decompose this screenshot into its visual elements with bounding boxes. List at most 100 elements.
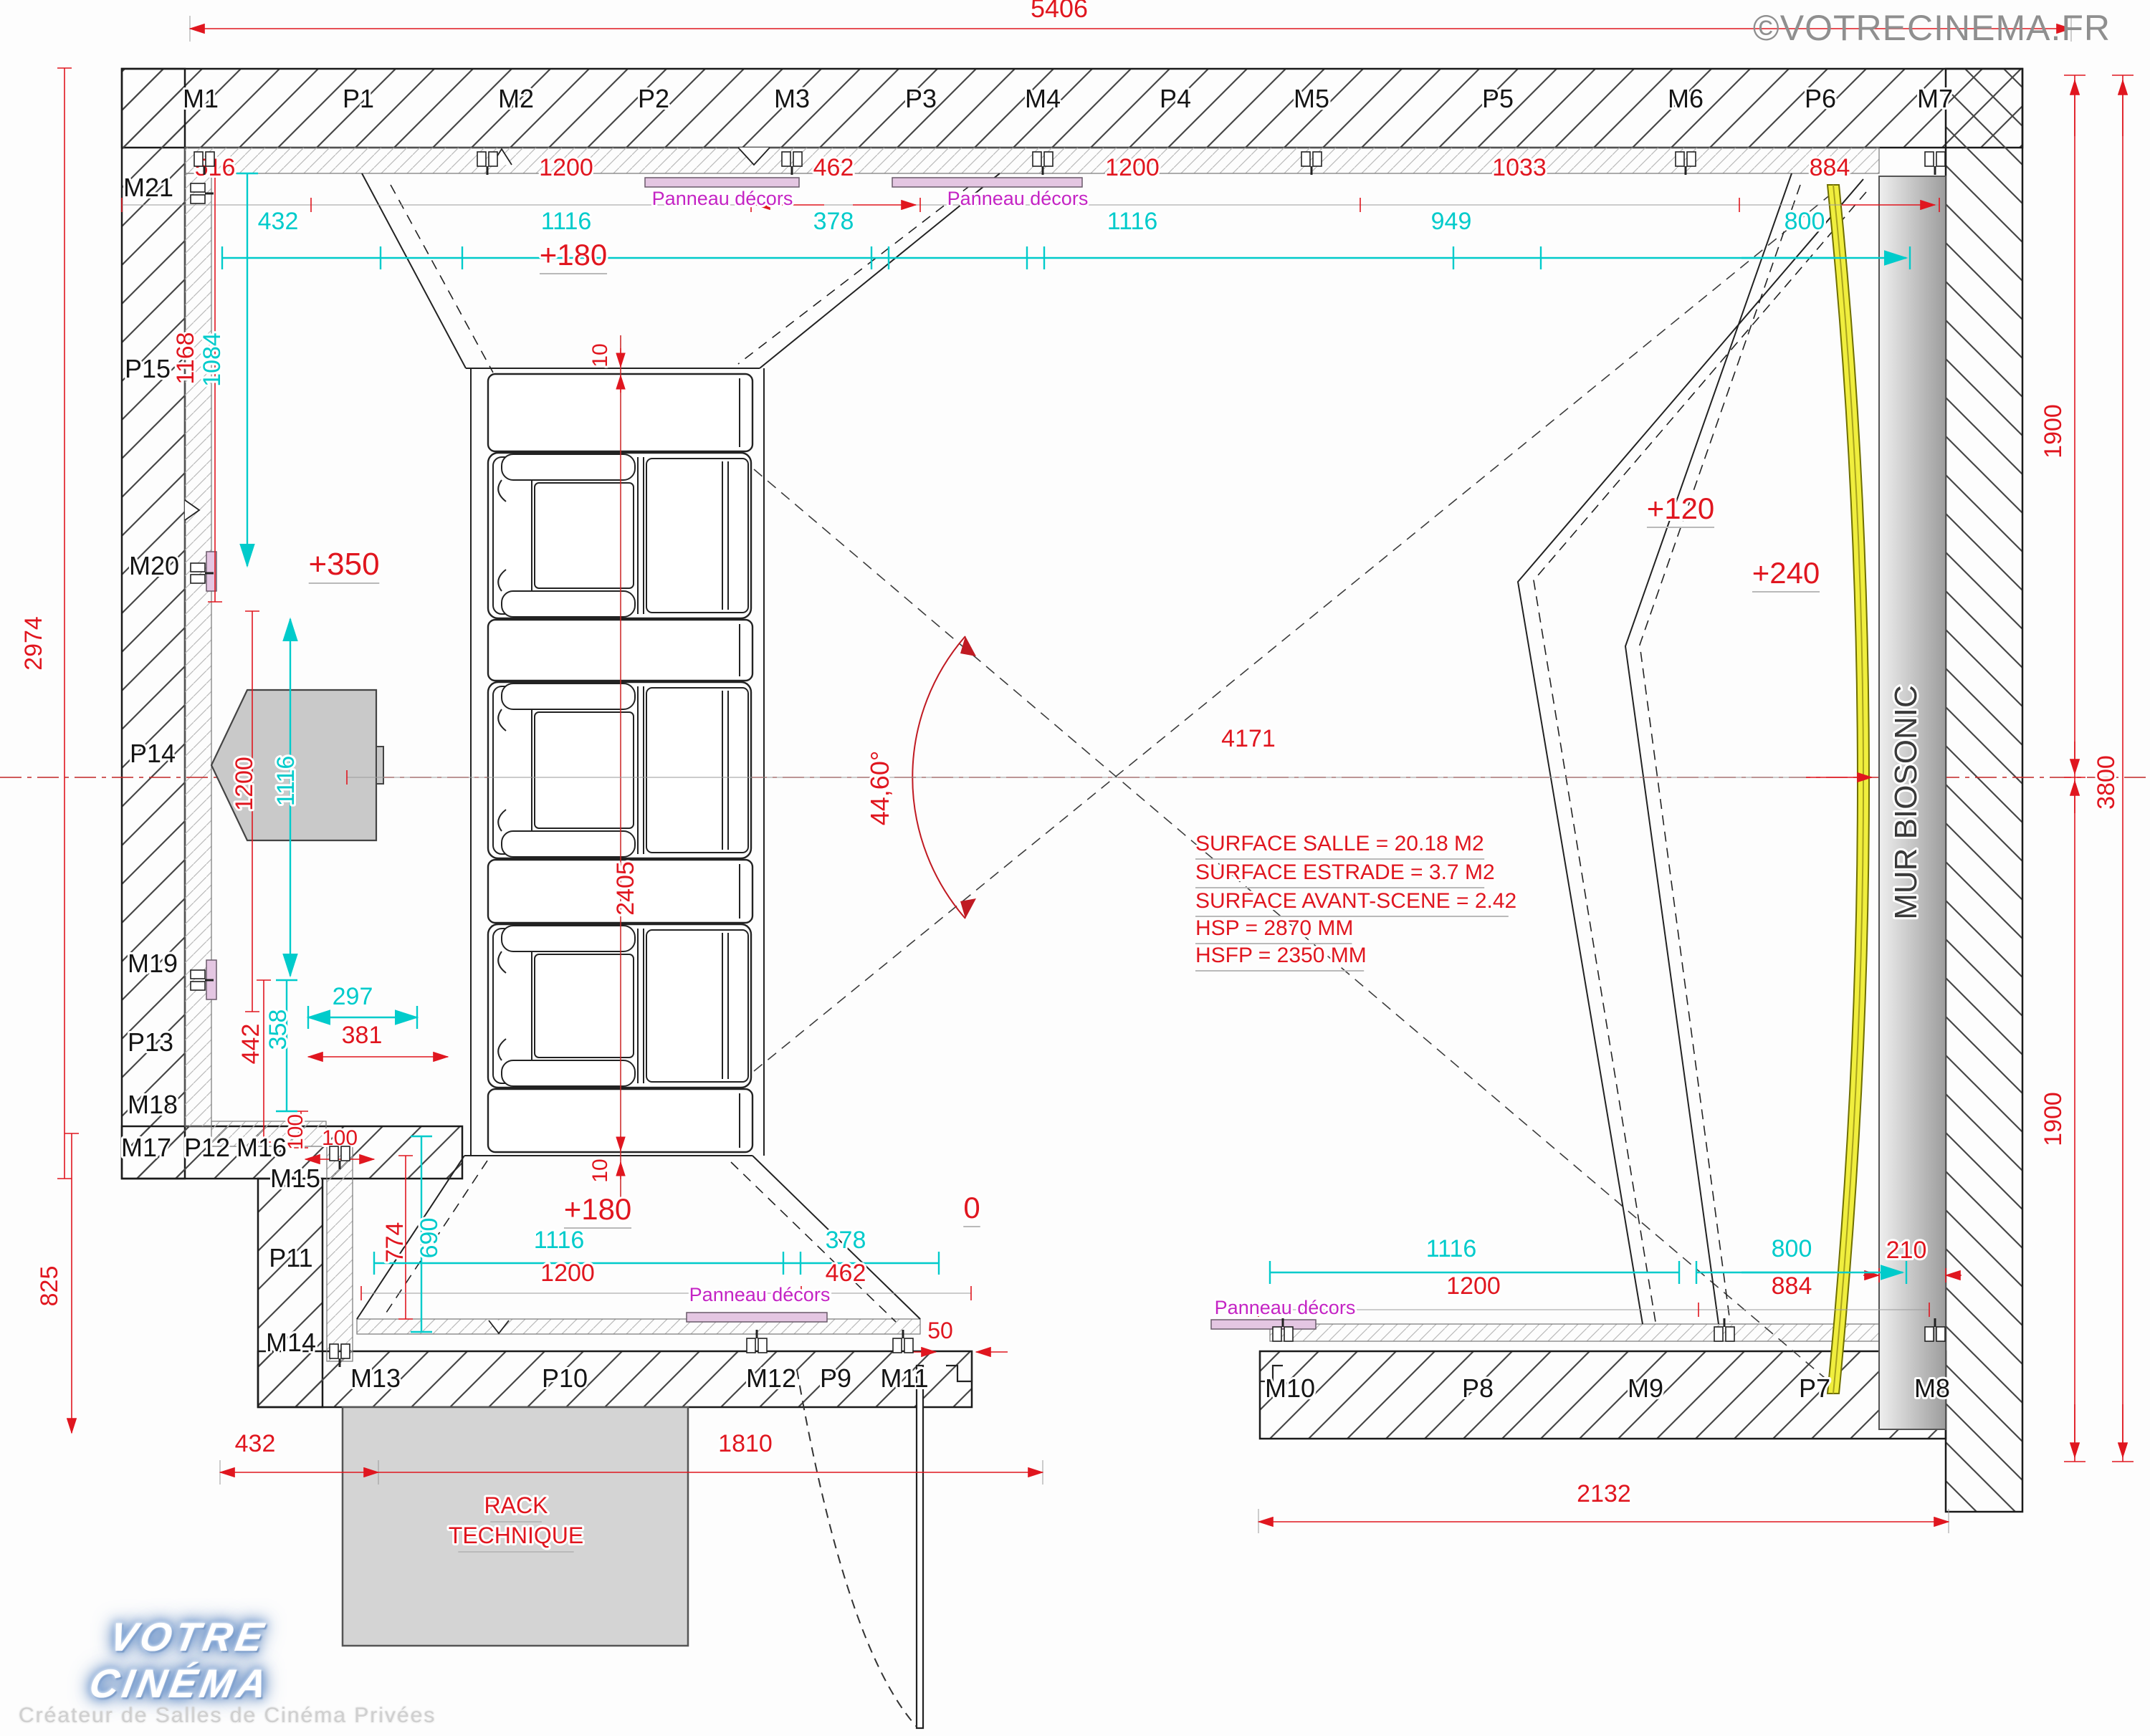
label-dim-4171: 4171 (1221, 725, 1276, 752)
label-wall-M4: M4 (1025, 84, 1061, 113)
label-dim-825: 825 (36, 1266, 63, 1307)
label-wall-P10: P10 (542, 1363, 588, 1393)
seat-part (637, 686, 644, 854)
wall-bottom-left (257, 1350, 973, 1409)
label-wall-M5: M5 (1294, 84, 1329, 113)
label-note-surface-avant-scene: SURFACE AVANT-SCENE = 2.42 (1195, 889, 1516, 913)
label-dim-10-top: 10 (588, 343, 612, 367)
label-note-surface-estrade: SURFACE ESTRADE = 3.7 M2 (1195, 860, 1495, 884)
lining-top (184, 147, 1880, 174)
label-dim-10-bottom: 10 (588, 1159, 612, 1182)
label-dim-949: 949 (1431, 208, 1472, 235)
mount-symbol (1714, 1318, 1735, 1342)
label-wall-P3: P3 (905, 84, 937, 113)
panel-joint-marks (184, 147, 770, 1335)
seat-part (497, 951, 507, 1061)
label-dim-884-b: 884 (1772, 1272, 1812, 1300)
label-level-120: +120 (1647, 491, 1715, 525)
seat-part (497, 479, 507, 592)
label-dim-210: 210 (1886, 1237, 1927, 1264)
stage-edges (1516, 173, 1867, 1325)
label-level-0: 0 (963, 1191, 980, 1224)
label-wall-M21: M21 (123, 173, 173, 202)
label-dim-100-v: 100 (284, 1114, 307, 1150)
label-dim-1116-t1: 1116 (541, 208, 592, 235)
label-wall-M19: M19 (128, 949, 178, 978)
label-dim-2405: 2405 (612, 861, 639, 916)
label-dim-100-h: 100 (322, 1126, 358, 1150)
label-wall-M2: M2 (498, 84, 534, 113)
label-dim-1200-b1: 1200 (540, 1260, 595, 1287)
wall-bottom-right (1258, 1350, 1947, 1440)
label-dim-1200-t2: 1200 (1105, 154, 1160, 181)
label-note-surface-salle: SURFACE SALLE = 20.18 M2 (1195, 832, 1484, 855)
label-wall-P8: P8 (1462, 1373, 1494, 1403)
label-panneau-decors-bottom-left: Panneau décors (689, 1284, 831, 1305)
label-angle-value: 44,60° (865, 751, 894, 825)
label-dim-358: 358 (264, 1010, 292, 1050)
label-dim-432-b: 432 (235, 1430, 276, 1457)
label-wall-P4: P4 (1160, 84, 1191, 113)
label-wall-M6: M6 (1668, 84, 1704, 113)
label-wall-P7: P7 (1799, 1373, 1830, 1403)
mount-symbol (746, 1330, 768, 1353)
label-dim-884-t: 884 (1810, 154, 1850, 181)
decor-panels (206, 177, 1317, 1330)
mount-symbol (190, 562, 214, 584)
screen-inner-edge (1833, 184, 1864, 1394)
label-panneau-decors-bottom-right: Panneau décors (1215, 1297, 1356, 1318)
label-wall-M12: M12 (746, 1363, 796, 1393)
label-level-180-bottom: +180 (564, 1192, 632, 1226)
label-wall-M11: M11 (880, 1363, 928, 1393)
label-wall-P15: P15 (125, 354, 171, 383)
label-wall-P2: P2 (638, 84, 669, 113)
seat-part (501, 683, 636, 710)
seat-part (722, 691, 729, 850)
rack-technique-box (341, 1406, 689, 1647)
label-dim-432-t: 432 (258, 208, 299, 235)
label-note-hsfp: HSFP = 2350 MM (1195, 944, 1367, 967)
mount-symbol (477, 151, 498, 175)
label-wall-M1: M1 (183, 84, 219, 113)
label-dim-1900-bottom: 1900 (2040, 1092, 2067, 1146)
wall-left (120, 67, 186, 1180)
label-dim-1168: 1168 (172, 332, 199, 384)
label-dim-1084: 1084 (199, 332, 226, 387)
label-dim-1116-t2: 1116 (1107, 208, 1158, 235)
watermark: ©VOTRECINEMA.FR (1752, 8, 2111, 48)
label-wall-P11: P11 (269, 1243, 312, 1272)
mount-symbol (781, 151, 803, 175)
label-wall-M3: M3 (774, 84, 810, 113)
seat-platform-edges (356, 173, 1000, 1323)
logo-votre-cinema: VOTRE CINÉMA (86, 1614, 274, 1706)
label-dim-800-b: 800 (1772, 1235, 1812, 1262)
lining-bottom-left-platform (356, 1318, 921, 1335)
label-dim-774: 774 (381, 1222, 408, 1263)
mount-symbol (190, 969, 214, 991)
label-dim-1810: 1810 (718, 1430, 773, 1457)
seat-part (637, 929, 644, 1083)
walls (120, 67, 2024, 1513)
dim-lines-red (57, 16, 2134, 1533)
label-wall-P1: P1 (343, 84, 374, 113)
label-dim-442: 442 (237, 1024, 264, 1065)
seat-part (492, 686, 532, 855)
label-wall-P5: P5 (1482, 84, 1514, 113)
mount-symbol (329, 1343, 350, 1367)
label-panneau-decors-top-left: Panneau décors (652, 188, 793, 209)
mount-symbol (194, 151, 215, 175)
label-dim-2974: 2974 (20, 616, 47, 671)
label-dim-462-b: 462 (826, 1260, 866, 1287)
mount-symbol (190, 183, 214, 204)
label-dim-1116-v: 1116 (272, 756, 300, 807)
label-dim-381: 381 (342, 1022, 383, 1049)
label-rack-line2: TECHNIQUE (449, 1522, 583, 1548)
seat-part (497, 709, 507, 832)
label-dim-1200-t1: 1200 (539, 154, 593, 181)
label-wall-M9: M9 (1628, 1373, 1663, 1403)
label-dim-1200-b2: 1200 (1446, 1272, 1501, 1300)
label-rack-line1: RACK (484, 1492, 548, 1518)
dim-lines-cyan (221, 172, 1911, 1333)
